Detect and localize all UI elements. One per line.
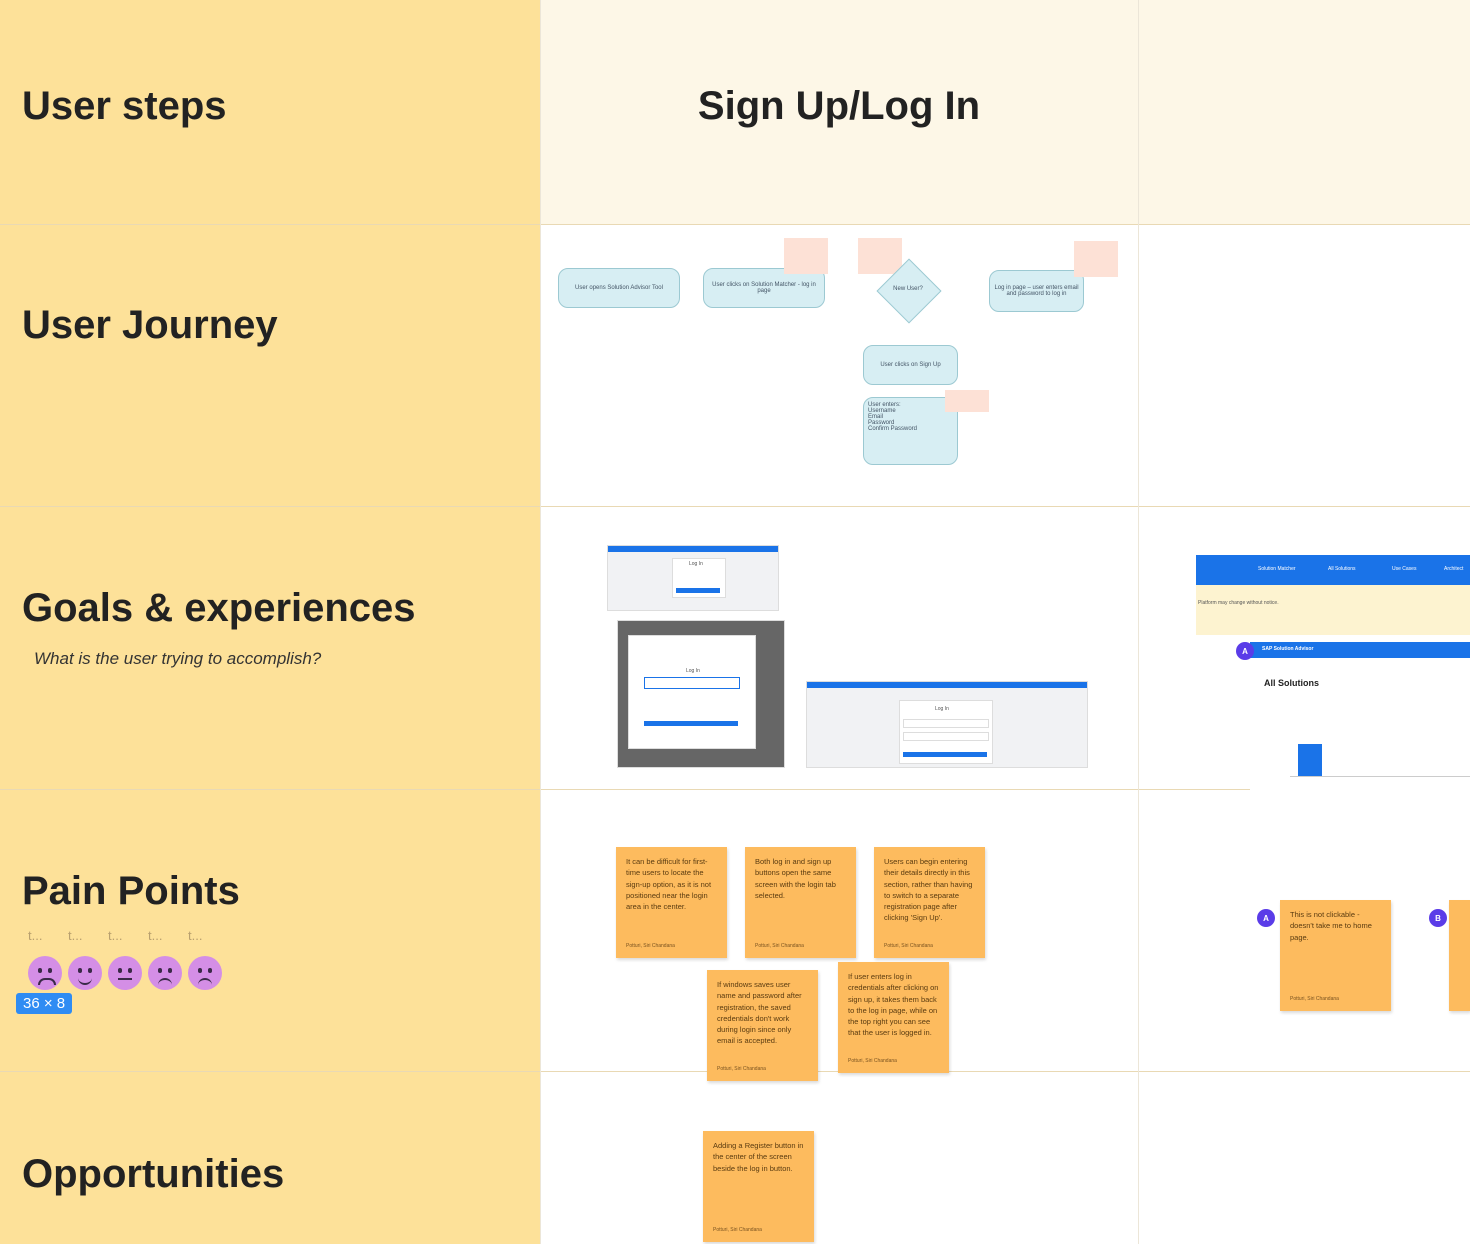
flow-node-signup-fields[interactable]: User enters: Username Email Password Con… [863, 397, 958, 465]
sticky-text: This is not clickable - doesn't take me … [1290, 910, 1372, 942]
selection-size-badge: 36 × 8 [16, 993, 73, 1014]
pain-sticky-note[interactable]: If user enters log in credentials after … [838, 962, 949, 1073]
screenshot-home[interactable]: Solution Matcher All Solutions Use Cases… [1196, 555, 1470, 635]
column-divider [1138, 0, 1139, 1244]
pain-sticky-note[interactable]: Both log in and sign up buttons open the… [745, 847, 856, 958]
next-phase-header-cell [1138, 0, 1470, 224]
opportunity-sticky-note[interactable]: Adding a Register button in the center o… [703, 1131, 814, 1242]
flow-decision-label: New User? [893, 286, 923, 292]
sticky-author: Potturi, Siri Chandana [713, 1226, 762, 1233]
column-divider [540, 0, 541, 1244]
pain-sticky-note-partial[interactable] [1449, 900, 1470, 1011]
screenshot-all-solutions[interactable]: SAP Solution Advisor All Solutions [1250, 642, 1470, 818]
nav-architect[interactable]: Architect [1444, 566, 1464, 572]
signup-field-item: Email [868, 414, 884, 420]
signup-fields-title: User enters: [868, 402, 901, 408]
rating-label: t... [148, 928, 163, 943]
phase-title: Sign Up/Log In [697, 84, 981, 128]
emoji-neutral-icon[interactable] [108, 956, 142, 990]
emoji-angry-icon[interactable] [188, 956, 222, 990]
brand-label: SAP Solution Advisor [1262, 646, 1314, 652]
emoji-sad-icon[interactable] [148, 956, 182, 990]
login-label: Log In [689, 561, 703, 567]
row-title-user-steps: User steps [22, 84, 227, 128]
avatar-a[interactable]: A [1236, 642, 1254, 660]
emoji-very-unhappy-icon[interactable] [28, 956, 62, 990]
login-label: Log In [686, 668, 700, 674]
sticky-author: Potturi, Siri Chandana [755, 942, 804, 949]
row-title-user-journey: User Journey [22, 303, 278, 347]
nav-solution-matcher[interactable]: Solution Matcher [1258, 566, 1296, 572]
row-divider [0, 224, 1470, 225]
rating-label: t... [28, 928, 43, 943]
chart-bar [1298, 744, 1322, 776]
chart-axis [1290, 776, 1470, 777]
pain-sticky-note[interactable]: This is not clickable - doesn't take me … [1280, 900, 1391, 1011]
comment-note[interactable] [945, 390, 989, 412]
row-label-column [0, 0, 540, 1244]
flow-node-sign-up[interactable]: User clicks on Sign Up [863, 345, 958, 385]
sticky-author: Potturi, Siri Chandana [1290, 995, 1339, 1002]
nav-all-solutions[interactable]: All Solutions [1328, 566, 1356, 572]
pain-sticky-note[interactable]: Users can begin entering their details d… [874, 847, 985, 958]
sticky-text: It can be difficult for first-time users… [626, 857, 712, 911]
row-divider [0, 789, 1470, 790]
rating-labels: t... t... t... t... t... [28, 928, 207, 943]
row-title-opportunities: Opportunities [22, 1152, 285, 1196]
comment-note[interactable] [1074, 241, 1118, 277]
sticky-text: Users can begin entering their details d… [884, 857, 973, 923]
signup-field-item: Password [868, 420, 895, 426]
avatar-a[interactable]: A [1257, 909, 1275, 927]
sticky-text: If user enters log in credentials after … [848, 972, 939, 1038]
comment-note[interactable] [784, 238, 828, 274]
screenshot-login-page[interactable]: Log In [806, 681, 1088, 768]
rating-label: t... [68, 928, 83, 943]
flow-node-login-page[interactable]: User clicks on Solution Matcher - log in… [703, 268, 825, 308]
sticky-text: Adding a Register button in the center o… [713, 1141, 804, 1173]
flow-node-open-tool[interactable]: User opens Solution Advisor Tool [558, 268, 680, 308]
pain-sticky-note[interactable]: If windows saves user name and password … [707, 970, 818, 1081]
row-title-pain-points: Pain Points [22, 869, 240, 913]
phase-header-cell [540, 0, 1138, 224]
comment-note[interactable] [858, 238, 902, 274]
flow-node-enter-credentials[interactable]: Log in page – user enters email and pass… [989, 270, 1084, 312]
emoji-happy-icon[interactable] [68, 956, 102, 990]
signup-field-item: Confirm Password [868, 426, 918, 432]
sticky-author: Potturi, Siri Chandana [626, 942, 675, 949]
pain-sticky-note[interactable]: It can be difficult for first-time users… [616, 847, 727, 958]
screenshot-login-small[interactable]: Log In [607, 545, 779, 611]
row-divider [0, 506, 1470, 507]
sticky-text: If windows saves user name and password … [717, 980, 802, 1046]
sticky-author: Potturi, Siri Chandana [717, 1065, 766, 1072]
sticky-text: Both log in and sign up buttons open the… [755, 857, 836, 900]
avatar-b[interactable]: B [1429, 909, 1447, 927]
nav-use-cases[interactable]: Use Cases [1392, 566, 1417, 572]
notice-banner: Platform may change without notice. [1198, 600, 1279, 606]
sticky-author: Potturi, Siri Chandana [884, 942, 933, 949]
signup-field-item: Username [868, 408, 896, 414]
screenshot-login-dialog[interactable]: Log In [617, 620, 785, 768]
row-title-goals: Goals & experiences [22, 586, 416, 630]
rating-label: t... [188, 928, 203, 943]
login-label: Log In [935, 706, 949, 712]
all-solutions-title: All Solutions [1264, 678, 1319, 688]
emotion-scale [28, 956, 222, 990]
rating-label: t... [108, 928, 123, 943]
row-subtitle-goals: What is the user trying to accomplish? [34, 649, 322, 668]
sticky-author: Potturi, Siri Chandana [848, 1057, 897, 1064]
